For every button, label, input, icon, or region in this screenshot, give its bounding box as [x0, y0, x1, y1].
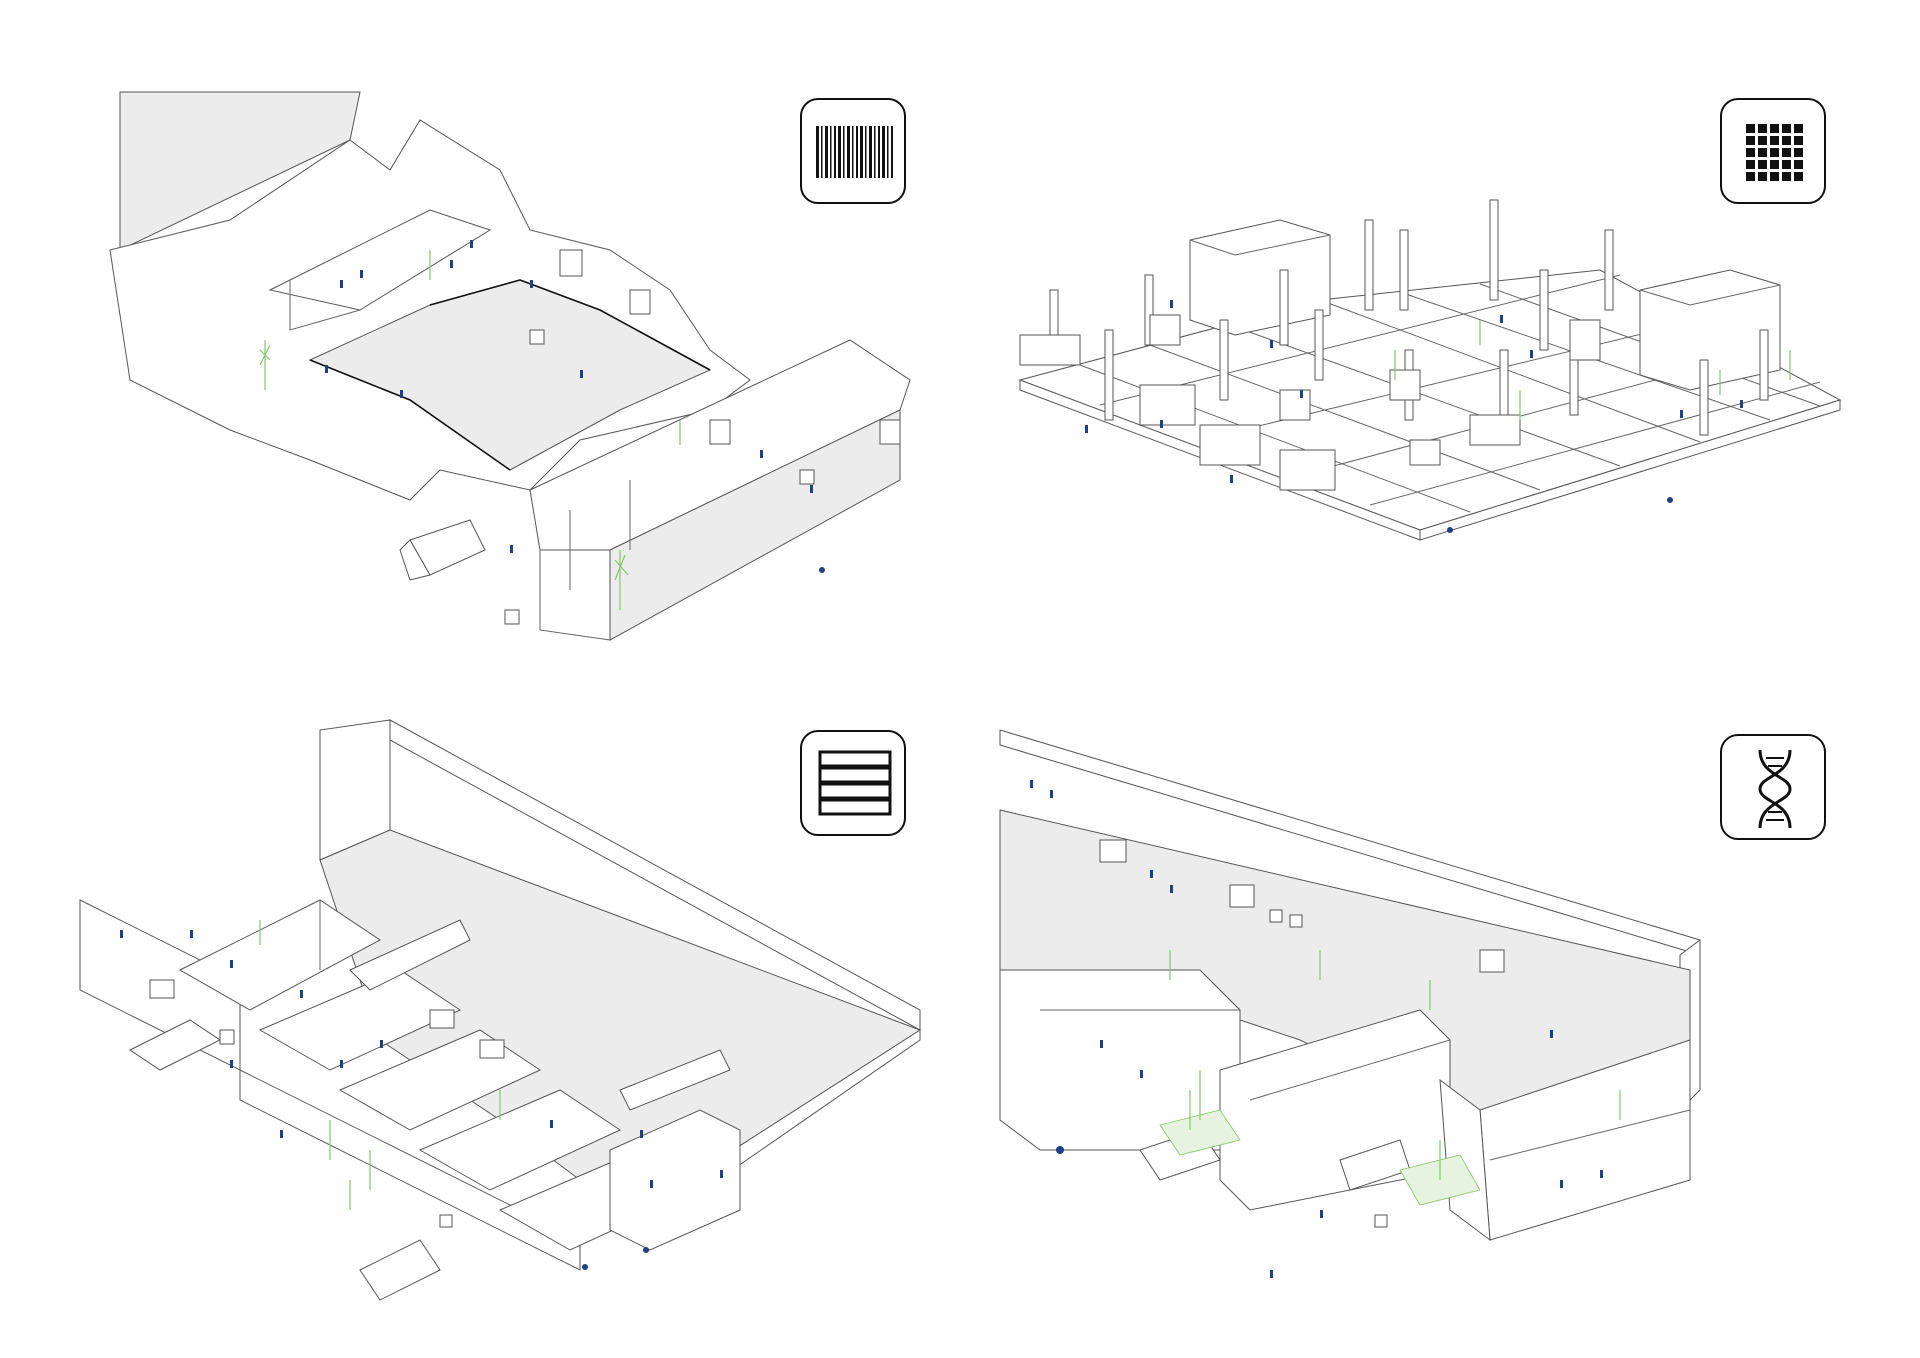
axonometric-building-4	[999, 729, 1701, 1278]
barcode-icon	[816, 126, 893, 178]
axonometric-building-3	[79, 719, 922, 1301]
plants	[1394, 320, 1791, 420]
dna-icon	[1758, 749, 1792, 829]
dna-badge	[1720, 734, 1826, 840]
grid-dots-icon	[1746, 124, 1803, 181]
stacked-bars-icon	[818, 750, 892, 816]
axonometric-drawing-dna	[999, 710, 1860, 1310]
axonometric-drawing-grid	[1000, 80, 1860, 650]
people-figures	[1030, 780, 1603, 1278]
barcode-badge	[800, 98, 906, 204]
axonometric-building-2	[1018, 199, 1842, 541]
people-figures	[1085, 300, 1743, 533]
axonometric-drawing-barcode	[109, 80, 930, 650]
people-figures	[325, 240, 825, 573]
bars-badge	[800, 730, 906, 836]
plants	[1169, 950, 1621, 1180]
axonometric-drawing-bars	[79, 710, 940, 1310]
plants	[259, 920, 501, 1210]
grid-badge	[1720, 98, 1826, 204]
axonometric-building-1	[109, 91, 911, 641]
plants	[259, 250, 681, 610]
people-figures	[120, 930, 723, 1270]
